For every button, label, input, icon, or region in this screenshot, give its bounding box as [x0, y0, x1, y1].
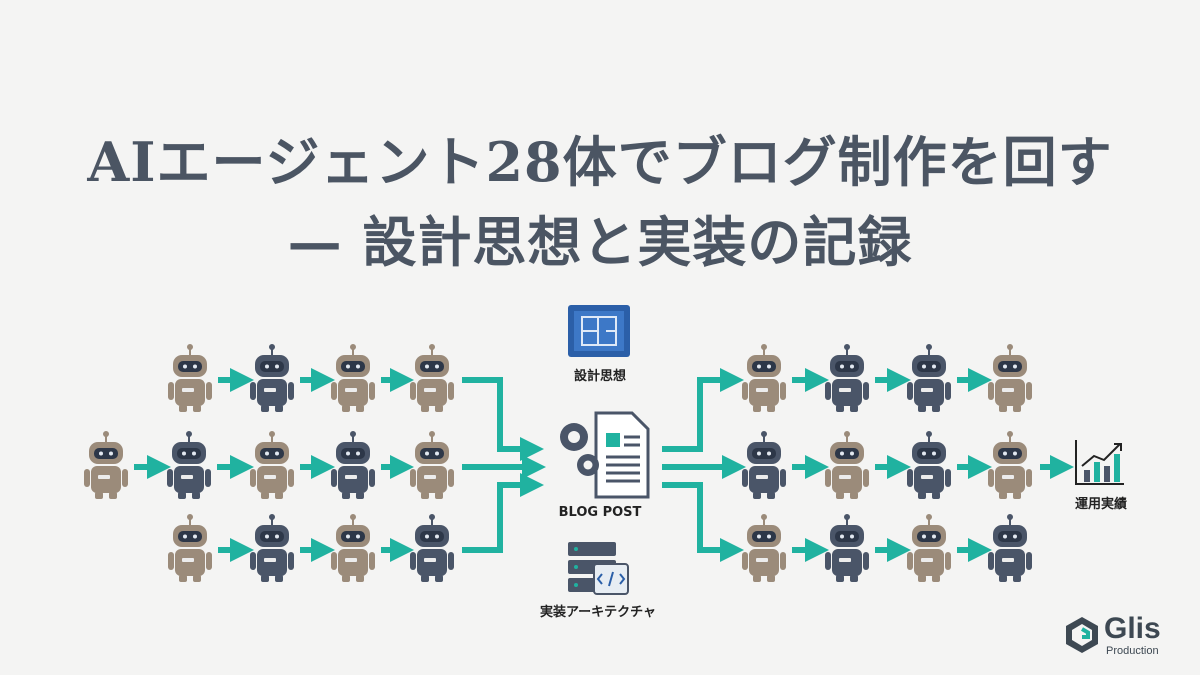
robot-agent-icon: [988, 344, 1032, 412]
robot-agent-icon: [742, 431, 786, 499]
logo-name: Glis: [1104, 612, 1161, 645]
robot-agent-icon: [331, 514, 375, 582]
robot-agent-icon: [331, 431, 375, 499]
flow-arrow: [462, 377, 544, 461]
robot-agent-icon: [825, 431, 869, 499]
robot-agent-icon: [331, 344, 375, 412]
robot-agent-icon: [988, 431, 1032, 499]
robot-agent-icon: [907, 514, 951, 582]
page-title-line-1: AIエージェント28体でブログ制作を回す: [87, 130, 1113, 194]
result-label: 運用実績: [1075, 496, 1127, 512]
page-title-line-2: — 設計思想と実装の記録: [287, 210, 913, 274]
top-icon-label: 設計思想: [574, 368, 626, 384]
robot-agent-icon: [907, 431, 951, 499]
robot-agent-icon: [84, 431, 128, 499]
glis-production-logo: Glis Production: [1062, 613, 1182, 661]
robot-agent-icon: [250, 514, 294, 582]
growth-chart-icon: [1075, 440, 1124, 485]
flow-arrow: [462, 473, 544, 553]
robot-agent-icon: [168, 344, 212, 412]
robot-agent-icon: [742, 344, 786, 412]
robot-agent-icon: [410, 514, 454, 582]
robot-agent-icon: [410, 431, 454, 499]
robot-agent-icon: [988, 514, 1032, 582]
robot-agent-icon: [250, 344, 294, 412]
robot-agent-icon: [410, 344, 454, 412]
glis-logo-icon: [1066, 617, 1098, 653]
center-label: BLOG POST: [559, 505, 642, 520]
blueprint-icon: [568, 305, 630, 357]
blog-post-icon: [560, 411, 650, 499]
server-code-icon: [568, 542, 629, 595]
bottom-icon-label: 実装アーキテクチャ: [540, 604, 656, 620]
robot-agent-icon: [167, 431, 211, 499]
robot-agent-icon: [742, 514, 786, 582]
robot-agent-icon: [825, 514, 869, 582]
flow-arrow: [662, 482, 744, 562]
robot-agent-icon: [250, 431, 294, 499]
logo-subtitle: Production: [1106, 645, 1159, 657]
flow-arrow: [662, 368, 744, 452]
robot-agent-icon: [907, 344, 951, 412]
robot-agent-icon: [825, 344, 869, 412]
robot-agent-icon: [168, 514, 212, 582]
